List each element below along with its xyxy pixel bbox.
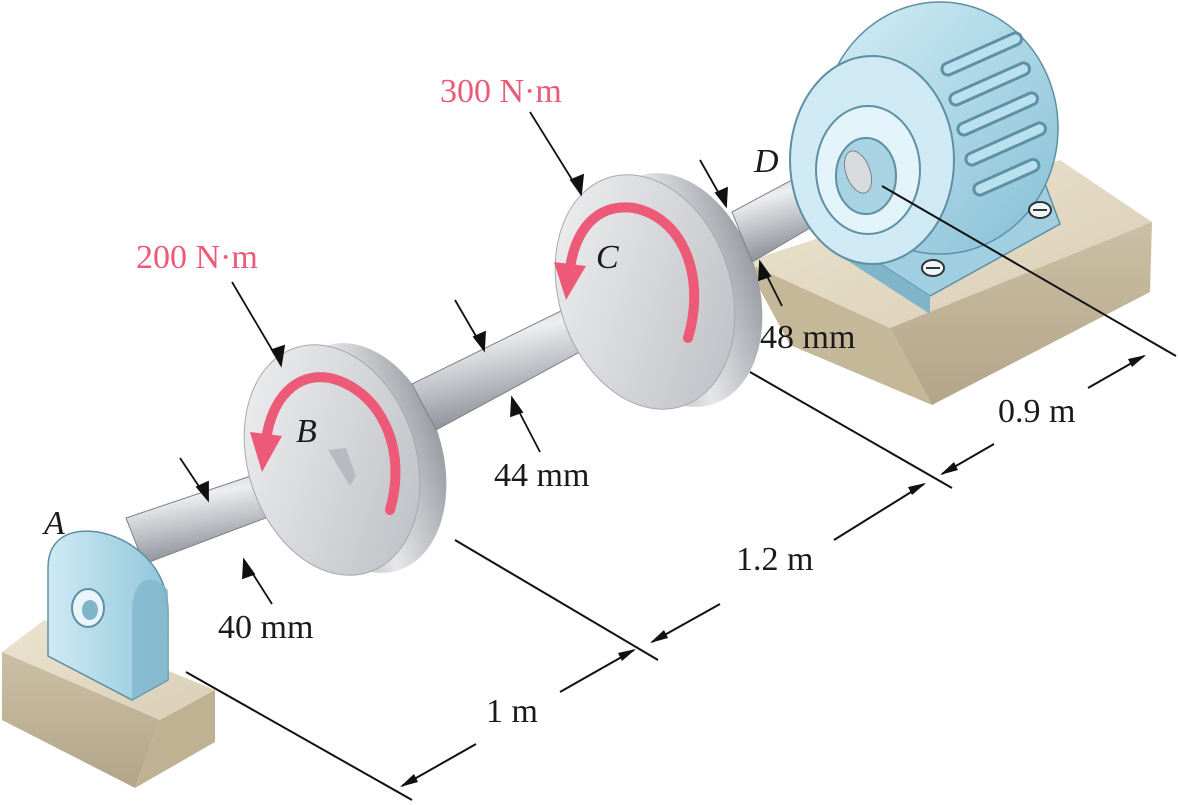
shaft-stub-b	[328, 448, 356, 486]
dimension-lines	[185, 185, 1177, 801]
diameter-label-bc: 44 mm	[494, 457, 589, 494]
point-label-a: A	[42, 505, 65, 542]
point-label-b: B	[296, 413, 317, 450]
shaft-end-d	[843, 150, 873, 194]
torque-arrow-c	[554, 202, 700, 343]
bearing-a	[47, 530, 169, 701]
point-label-d: D	[753, 143, 779, 180]
motor-bolt-icon	[921, 201, 1052, 277]
leader-arrows	[179, 111, 783, 605]
length-label-ab: 1 m	[486, 693, 538, 730]
diameter-label-cd: 48 mm	[760, 319, 855, 356]
point-label-c: C	[596, 239, 619, 276]
length-label-bc: 1.2 m	[736, 541, 813, 578]
diameter-label-ab: 40 mm	[218, 609, 313, 646]
torque-label-c: 300 N·m	[440, 73, 562, 110]
torque-arrow-b	[250, 372, 401, 515]
torque-label-b: 200 N·m	[136, 239, 258, 276]
disk-c	[554, 173, 763, 410]
length-label-cd: 0.9 m	[998, 393, 1075, 430]
motor-cooling-fins	[940, 31, 1048, 197]
